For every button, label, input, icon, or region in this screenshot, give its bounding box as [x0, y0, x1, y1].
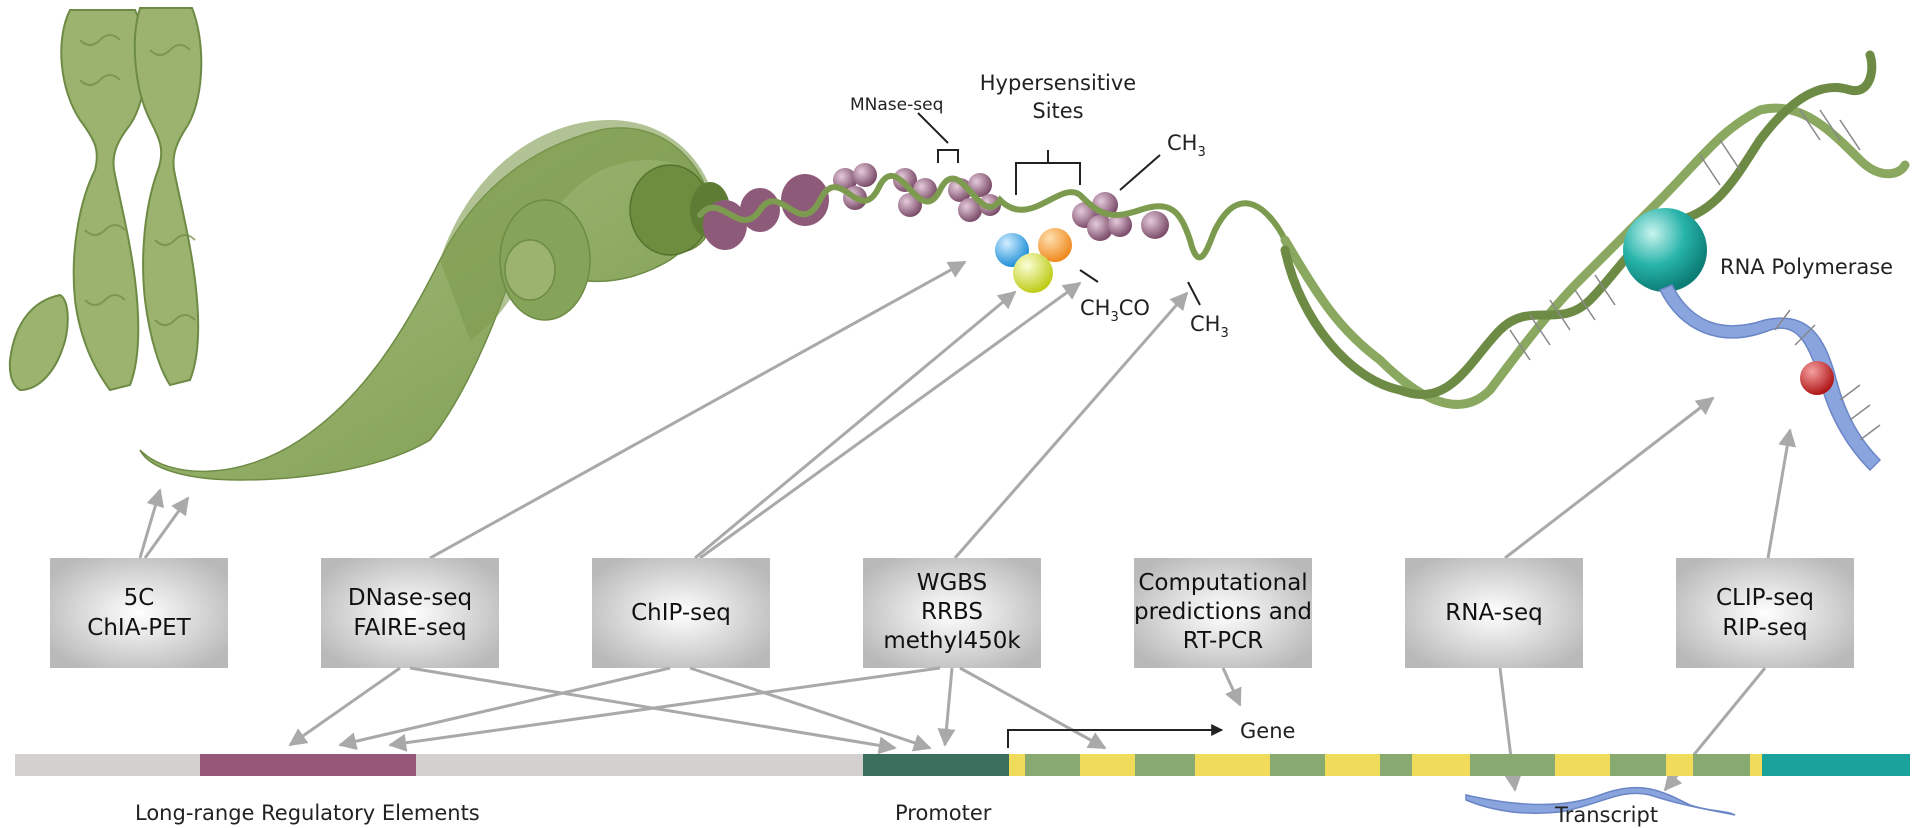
- hypersensitive-bracket: [1015, 150, 1081, 195]
- mnase-bracket: [917, 112, 959, 163]
- nucleosome-array: [703, 163, 1169, 250]
- svg-text:Computational: Computational: [1138, 570, 1307, 596]
- mnase-seq-label: MNase-seq: [850, 95, 943, 115]
- svg-text:CLIP-seq: CLIP-seq: [1716, 585, 1814, 611]
- svg-text:FAIRE-seq: FAIRE-seq: [353, 615, 466, 641]
- svg-text:RT-PCR: RT-PCR: [1183, 628, 1263, 654]
- long-range-label: Long-range Regulatory Elements: [135, 801, 480, 825]
- gene-start-arrow: [1007, 724, 1224, 748]
- rna-strand: [1658, 284, 1882, 472]
- svg-text:RIP-seq: RIP-seq: [1722, 615, 1807, 641]
- dna-strand: [697, 173, 1288, 261]
- gene-label: Gene: [1240, 719, 1295, 743]
- ch3co-pointer: [1079, 269, 1099, 283]
- ch3co-label: CH3CO: [1080, 296, 1150, 325]
- lower-arrows: [288, 666, 1767, 792]
- chromosome-illustration: [8, 7, 203, 392]
- long-range-element-segment: [200, 754, 416, 776]
- yellow-protein-icon: [1013, 253, 1053, 293]
- assay-box-computational: Computational predictions and RT-PCR: [1134, 558, 1312, 668]
- ch3-top-label: CH3: [1167, 131, 1206, 160]
- promoter-label: Promoter: [895, 801, 992, 825]
- hypersensitive-sites-label-line1: Hypersensitive: [980, 71, 1136, 95]
- ch3-bottom-pointer: [1187, 281, 1201, 306]
- assay-box-wgbs: WGBS RRBS methyl450k: [863, 558, 1041, 668]
- svg-text:ChIP-seq: ChIP-seq: [631, 600, 731, 626]
- assay-box-5c: 5C ChIA-PET: [50, 558, 228, 668]
- ch3-bottom-label: CH3: [1190, 312, 1229, 341]
- assay-box-chip-seq: ChIP-seq: [592, 558, 770, 668]
- assay-box-clip-seq: CLIP-seq RIP-seq: [1676, 558, 1854, 668]
- rna-polymerase-icon: [1623, 208, 1707, 292]
- rna-polymerase-label: RNA Polymerase: [1720, 255, 1893, 279]
- assay-box-rna-seq: RNA-seq: [1405, 558, 1583, 668]
- transcript-label: Transcript: [1554, 803, 1658, 827]
- rna-bases: [1774, 309, 1881, 441]
- genome-track: [15, 754, 1910, 776]
- svg-text:WGBS: WGBS: [917, 570, 988, 596]
- svg-text:RNA-seq: RNA-seq: [1445, 600, 1542, 626]
- orange-protein-icon: [1038, 228, 1072, 262]
- assay-box-dnase-seq: DNase-seq FAIRE-seq: [321, 558, 499, 668]
- promoter-segment: [863, 754, 1009, 776]
- hypersensitive-sites-label-line2: Sites: [1032, 99, 1083, 123]
- svg-text:methyl450k: methyl450k: [883, 628, 1021, 654]
- rna-binding-protein-icon: [1800, 361, 1834, 395]
- svg-text:ChIA-PET: ChIA-PET: [87, 615, 191, 641]
- svg-text:DNase-seq: DNase-seq: [348, 585, 472, 611]
- upper-arrows: [138, 260, 1797, 560]
- svg-text:predictions and: predictions and: [1134, 599, 1312, 625]
- chromatin-fiber: [139, 120, 730, 481]
- svg-text:RRBS: RRBS: [921, 599, 983, 625]
- transcript-strand: [1465, 786, 1736, 816]
- svg-text:5C: 5C: [124, 585, 155, 611]
- ch3-top-pointer: [1119, 154, 1161, 191]
- dna-double-helix: [1280, 50, 1910, 409]
